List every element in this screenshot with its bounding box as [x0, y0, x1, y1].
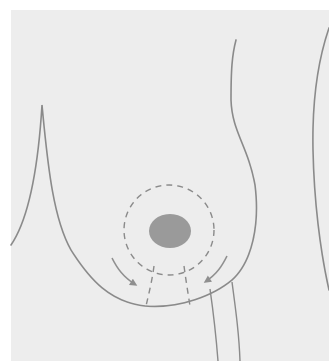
nipple-marker — [149, 214, 191, 248]
